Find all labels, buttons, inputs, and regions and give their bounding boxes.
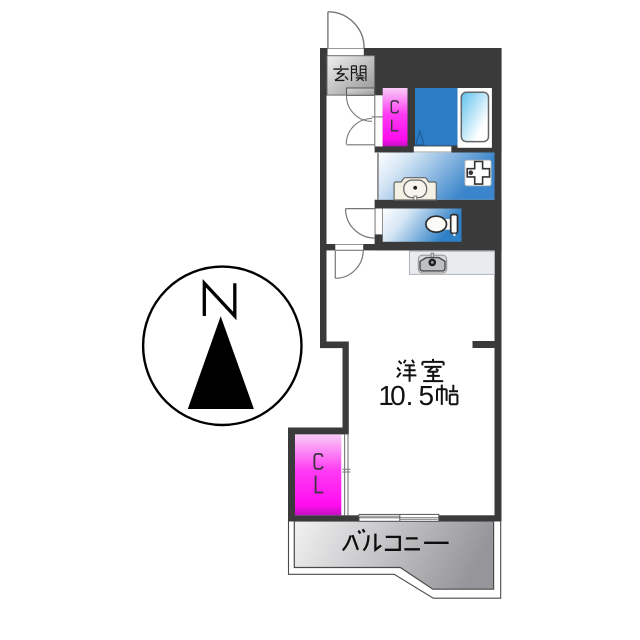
svg-text:.: . <box>406 380 414 411</box>
svg-text:0: 0 <box>390 380 406 411</box>
svg-text:1: 1 <box>378 380 394 411</box>
svg-text:5: 5 <box>419 380 435 411</box>
